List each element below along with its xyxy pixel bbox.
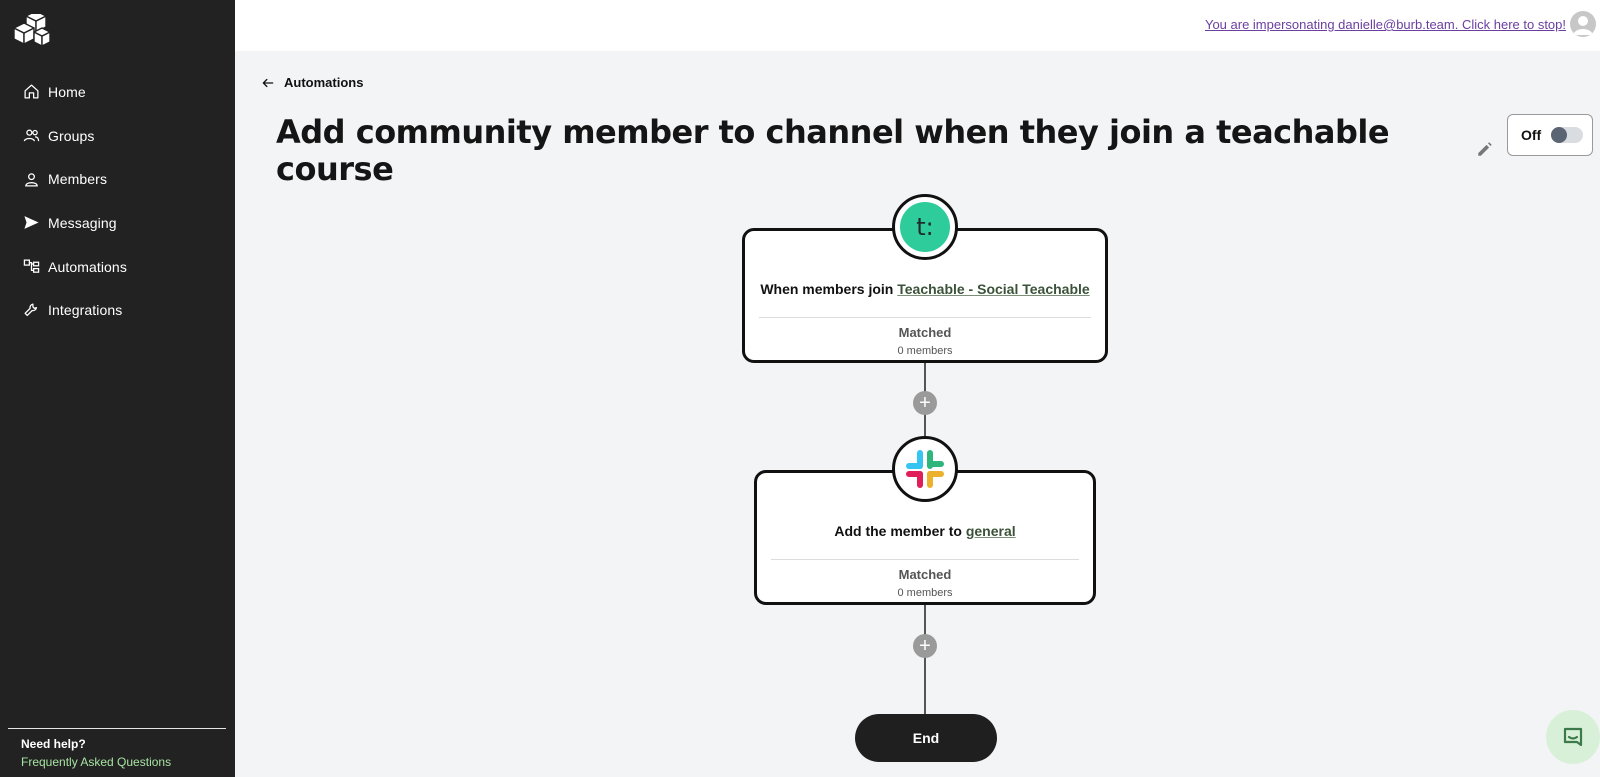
sidebar-item-label: Messaging: [48, 214, 117, 231]
sidebar-nav: Home Groups Members Messaging Automation…: [0, 70, 235, 332]
sidebar-item-label: Automations: [48, 258, 127, 275]
matched-label: Matched: [898, 325, 952, 340]
sidebar-item-members[interactable]: Members: [0, 157, 235, 201]
home-icon: [24, 84, 39, 99]
arrow-left-icon: [262, 78, 274, 87]
member-icon: [25, 172, 38, 187]
chat-icon: [1563, 727, 1583, 747]
automations-icon: [23, 259, 40, 273]
send-icon: [24, 216, 39, 230]
toggle-knob: [1551, 127, 1568, 143]
user-avatar-icon: [1573, 16, 1593, 35]
sidebar-item-automations[interactable]: Automations: [0, 245, 235, 289]
burb-logo-icon[interactable]: [12, 14, 52, 48]
automation-toggle[interactable]: Off: [1507, 114, 1593, 156]
matched-label: Matched: [898, 567, 952, 582]
slack-badge: [892, 436, 958, 502]
help-title: Need help?: [21, 737, 86, 751]
toggle-label: Off: [1521, 127, 1542, 143]
sidebar-item-home[interactable]: Home: [0, 70, 235, 114]
help-section: Need help? Frequently Asked Questions: [8, 728, 226, 771]
channel-link[interactable]: general: [965, 523, 1016, 539]
groups-icon: [23, 129, 40, 142]
flow-connector: [924, 604, 926, 716]
divider: [771, 559, 1079, 560]
sidebar-item-label: Members: [48, 171, 108, 188]
action-prefix: Add the member to: [834, 523, 962, 539]
avatar[interactable]: [1570, 11, 1596, 37]
sidebar-item-label: Home: [48, 83, 86, 100]
teachable-badge: t:: [892, 194, 958, 260]
matched-count: 0 members: [897, 587, 953, 599]
faq-link[interactable]: Frequently Asked Questions: [21, 755, 172, 769]
action-description: Add the member to general: [757, 523, 1093, 539]
trigger-source-link[interactable]: Teachable - Social Teachable: [897, 281, 1090, 297]
page-title: Add community member to channel when the…: [276, 113, 1390, 188]
sidebar-item-label: Groups: [48, 127, 95, 144]
toggle-switch[interactable]: [1551, 127, 1584, 143]
end-node: End: [855, 714, 997, 762]
matched-count: 0 members: [897, 345, 953, 357]
wrench-icon: [24, 303, 38, 316]
trigger-description: When members join Teachable - Social Tea…: [745, 281, 1105, 297]
add-step-button[interactable]: +: [913, 634, 937, 658]
back-label: Automations: [284, 75, 364, 90]
chat-widget-button[interactable]: [1546, 710, 1600, 764]
sidebar-item-integrations[interactable]: Integrations: [0, 288, 235, 332]
topbar: You are impersonating danielle@burb.team…: [235, 0, 1600, 51]
sidebar: Home Groups Members Messaging Automation…: [0, 0, 235, 777]
divider: [759, 317, 1091, 318]
trigger-prefix: When members join: [760, 281, 894, 297]
stop-impersonating-link[interactable]: You are impersonating danielle@burb.team…: [1204, 17, 1566, 32]
pencil-icon[interactable]: [1476, 140, 1494, 158]
sidebar-item-messaging[interactable]: Messaging: [0, 201, 235, 245]
sidebar-item-groups[interactable]: Groups: [0, 114, 235, 158]
add-step-button[interactable]: +: [913, 391, 937, 415]
back-to-automations-link[interactable]: Automations: [261, 75, 363, 90]
slack-logo-icon: [906, 450, 944, 488]
teachable-logo-icon: t:: [900, 202, 950, 252]
sidebar-item-label: Integrations: [48, 302, 123, 319]
